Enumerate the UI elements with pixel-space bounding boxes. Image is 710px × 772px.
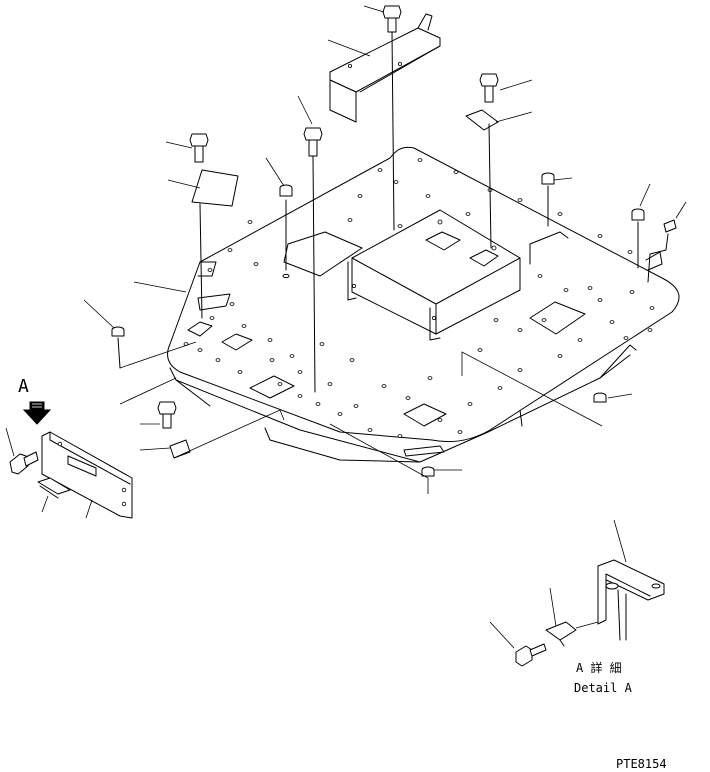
plate-hole [277, 382, 283, 386]
plate-hole [517, 198, 523, 202]
plate-hole [289, 354, 295, 358]
plate-hole [577, 338, 583, 342]
plate-hole [227, 248, 233, 252]
plate-hole [477, 348, 483, 352]
plate-hole [237, 370, 243, 374]
console-box [347, 209, 521, 341]
bolt-left [189, 133, 209, 319]
plate-hole [241, 324, 247, 328]
plate-hole [253, 262, 259, 266]
bracket-right [529, 231, 569, 265]
plate-hole [393, 180, 399, 184]
plate-hole [437, 418, 443, 422]
plate-hole [497, 386, 503, 390]
plate-hole [247, 220, 253, 224]
bracket-corner [645, 251, 663, 271]
plate-hole [623, 336, 629, 340]
plate-hole [493, 318, 499, 322]
plate-hole [229, 302, 235, 306]
plug-4 [647, 219, 677, 283]
detail-title-ja: A 詳 細 [576, 660, 622, 675]
side-cover-panel [37, 431, 133, 519]
plate-hole [425, 194, 431, 198]
plate-hole [537, 274, 543, 278]
plate-hole [397, 434, 403, 438]
plate-hole [197, 348, 203, 352]
plate-hole [417, 158, 423, 162]
plate-hole [297, 370, 303, 374]
plate-hole [337, 412, 343, 416]
shim-plate-right [465, 109, 499, 131]
bolt-top-right [479, 73, 499, 249]
plug-6 [593, 392, 607, 403]
plate-hole [207, 268, 213, 272]
detail-title-en: Detail A [574, 681, 633, 695]
plate-hole [353, 404, 359, 408]
plate-hole [349, 358, 355, 362]
plug-1 [279, 184, 293, 279]
leader-lines [5, 5, 687, 519]
plate-hole [397, 224, 403, 228]
plate-hole [587, 286, 593, 290]
plate-hole [517, 368, 523, 372]
plate-hole [609, 320, 615, 324]
plate-hole [381, 384, 387, 388]
plug-5 [111, 326, 125, 369]
plate-hole [297, 394, 303, 398]
cover-bracket [329, 13, 441, 123]
view-arrow-a [22, 401, 52, 425]
plate-hole [269, 358, 275, 362]
plate-hole [627, 250, 633, 254]
plate-hole [517, 328, 523, 332]
plate-hole [405, 396, 411, 400]
plate-hole [327, 382, 333, 386]
plate-hole [457, 430, 463, 434]
plate-hole [209, 316, 215, 320]
detail-a-drawing [489, 519, 665, 667]
plate-hole [427, 376, 433, 380]
plate-hole [367, 428, 373, 432]
plate-hole [597, 234, 603, 238]
plate-hole [563, 288, 569, 292]
small-plate-lower [169, 439, 191, 459]
plate-hole [347, 218, 353, 222]
plate-hole [377, 168, 383, 172]
drawing-code: PTE8154 [616, 757, 667, 771]
view-label-a: A [18, 376, 29, 397]
plate-hole [541, 318, 547, 322]
bolt-center [303, 127, 323, 393]
plate-hole [557, 354, 563, 358]
plug-3 [631, 208, 645, 269]
cover-plate-left [191, 169, 239, 207]
plate-hole [315, 402, 321, 406]
plate-hole [267, 338, 273, 342]
plate-hole [453, 170, 459, 174]
plate-hole [629, 290, 635, 294]
bolt-lower [157, 401, 177, 429]
plate-holes [183, 158, 655, 438]
plate-hole [319, 342, 325, 346]
plate-hole [649, 306, 655, 310]
plate-hole [557, 212, 563, 216]
plate-hole [215, 358, 221, 362]
plate-hole [357, 194, 363, 198]
bolt-side-cover [9, 451, 39, 475]
plate-hole [467, 402, 473, 406]
plate-hole [597, 298, 603, 302]
plug-7 [421, 466, 435, 477]
plate-hole [647, 328, 653, 332]
plate-hole [465, 212, 471, 216]
